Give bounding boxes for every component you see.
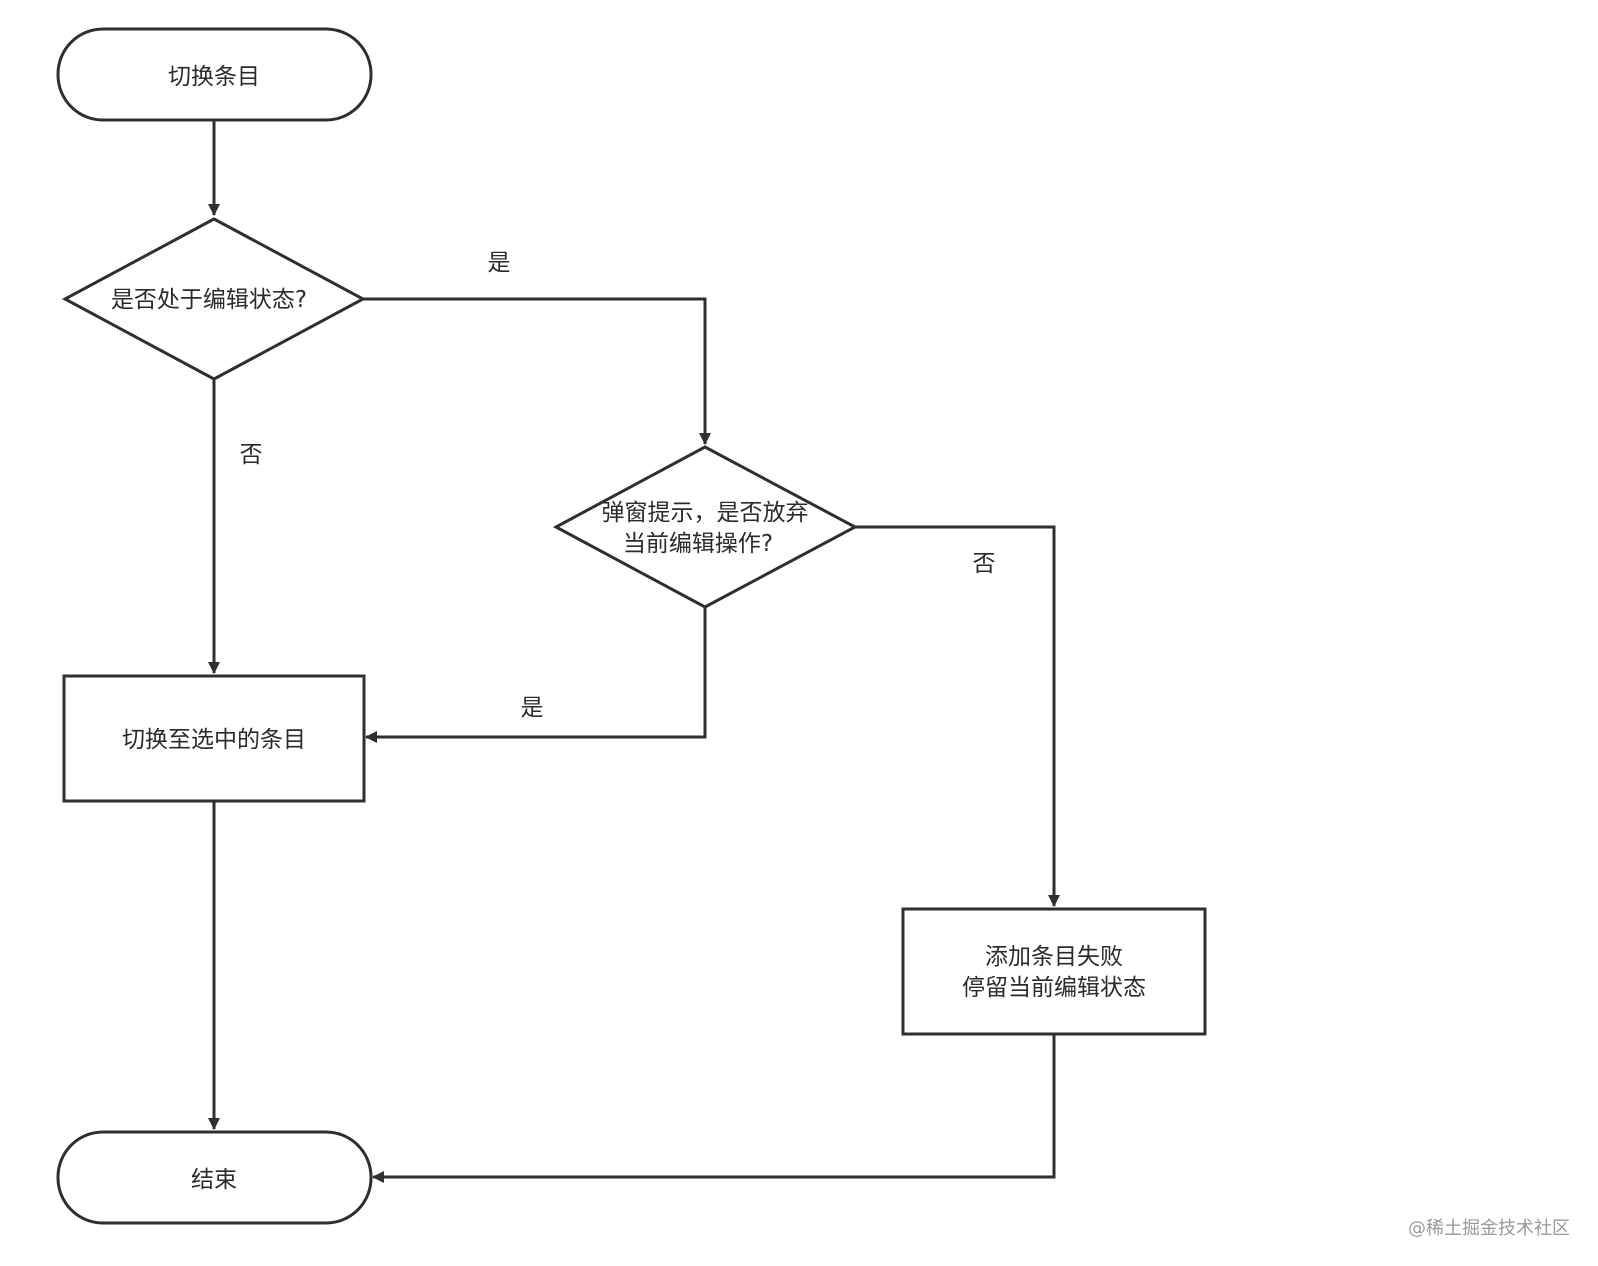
fail-process: 添加条目失败 停留当前编辑状态 — [901, 907, 1207, 1036]
fail-process-line2: 停留当前编辑状态 — [962, 975, 1146, 1001]
discard-decision: 弹窗提示，是否放弃 当前编辑操作? — [552, 445, 859, 609]
edge-discard-yes-to-switch — [365, 607, 707, 743]
edge-label-discard-yes: 是 — [521, 695, 544, 721]
edge-label-editing-yes: 是 — [488, 250, 511, 276]
watermark-text: @稀土掘金技术社区 — [1408, 1218, 1570, 1239]
discard-decision-line2: 当前编辑操作? — [623, 531, 773, 557]
edge-label-editing-no: 否 — [240, 442, 263, 468]
switch-process-label: 切换至选中的条目 — [122, 727, 306, 753]
editing-decision: 是否处于编辑状态? — [61, 217, 367, 381]
editing-decision-label: 是否处于编辑状态? — [111, 287, 307, 313]
start-label: 切换条目 — [168, 64, 260, 90]
edge-discard-no-to-fail — [855, 525, 1060, 907]
discard-decision-line1: 弹窗提示，是否放弃 — [602, 500, 809, 526]
edge-fail-to-end — [372, 1034, 1056, 1183]
start-terminal: 切换条目 — [56, 27, 373, 122]
switch-process: 切换至选中的条目 — [62, 674, 366, 803]
end-label: 结束 — [191, 1167, 237, 1193]
edge-editing-yes-to-discard-decision — [363, 297, 711, 445]
edge-label-discard-no: 否 — [973, 551, 996, 577]
end-terminal: 结束 — [56, 1130, 373, 1225]
fail-process-line1: 添加条目失败 — [985, 944, 1123, 970]
